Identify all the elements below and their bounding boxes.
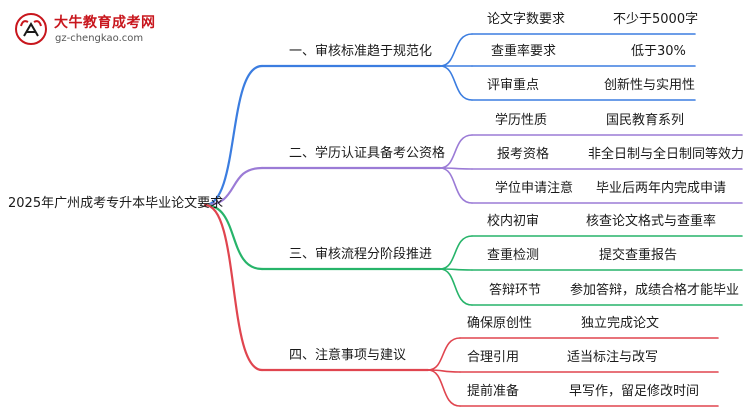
site-logo[interactable]: 大牛教育成考网 gz-chengkao.com [14,10,214,52]
branch-2-key-2: 报考资格 [497,147,550,162]
branch-1-key-3: 评审重点 [487,78,540,93]
branch-1-label: 一、审核标准趋于规范化 [289,44,433,59]
branch-1-key-2: 查重率要求 [491,44,557,59]
root-to-branch-3-connector [203,203,264,271]
branch-3-value-2: 提交查重报告 [599,248,678,263]
branch-4-key-2: 合理引用 [467,350,520,365]
branch-1-child-3-connector [439,65,473,101]
branch-1-value-3: 创新性与实用性 [604,78,696,93]
branch-2-value-3: 毕业后两年内完成申请 [596,181,727,196]
root-to-branch-2-connector [203,166,264,207]
branch-3-key-3: 答辩环节 [489,283,542,298]
branch-2-key-1: 学历性质 [495,113,548,128]
bull-logo-icon [15,13,47,45]
branch-1-value-2: 低于30% [631,44,686,59]
branch-2-child-1-connector [439,134,473,169]
branch-3-value-3: 参加答辩，成绩合格才能毕业 [570,283,740,298]
branch-3-label: 三、审核流程分阶段推进 [289,247,433,262]
branch-3-key-1: 校内初审 [487,214,540,229]
root-to-branch-4-connector [203,203,264,372]
branch-2-value-1: 国民教育系列 [606,113,685,128]
branch-2-child-3-connector [439,167,473,204]
branch-4-value-2: 适当标注与改写 [567,350,659,365]
branch-2-label: 二、学历认证具备考公资格 [289,146,446,161]
branch-4-key-1: 确保原创性 [467,316,533,331]
branch-4-child-1-connector [427,337,461,371]
branch-3-child-3-connector [439,268,473,306]
branch-2-value-2: 非全日制与全日制同等效力 [588,147,745,162]
branch-3-child-1-connector [439,235,473,270]
branch-4-child-3-connector [427,369,461,407]
branch-1-key-1: 论文字数要求 [487,12,566,27]
logo-title: 大牛教育成考网 [54,15,156,31]
branch-4-value-1: 独立完成论文 [581,316,660,331]
branch-3-key-2: 查重检测 [487,248,540,263]
branch-4-label: 四、注意事项与建议 [289,348,407,363]
branch-1-value-1: 不少于5000字 [613,12,699,27]
branch-1-child-1-connector [439,33,473,67]
root-node: 2025年广州成考专升本毕业论文要求 [8,196,224,211]
branch-2-key-3: 学位申请注意 [495,181,574,196]
branch-3-value-1: 核查论文格式与查重率 [586,214,717,229]
logo-url: gz-chengkao.com [55,33,144,44]
branch-4-value-3: 早写作，留足修改时间 [569,384,700,399]
branch-4-key-3: 提前准备 [467,384,520,399]
root-to-branch-1-connector [203,64,264,207]
